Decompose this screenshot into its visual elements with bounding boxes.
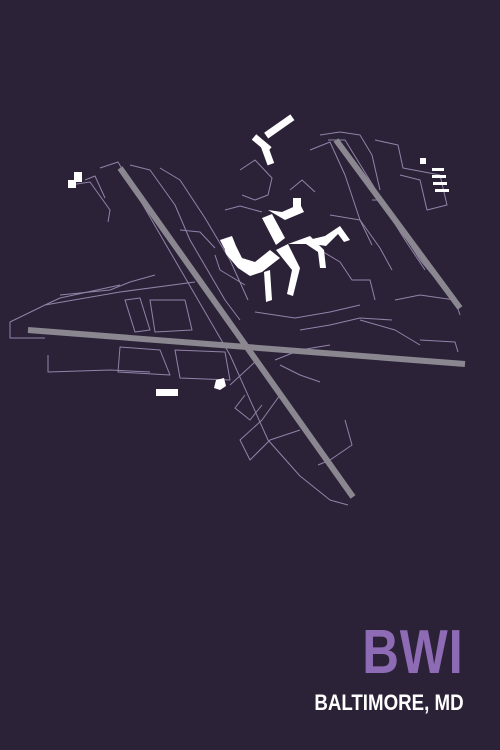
south-building	[156, 389, 178, 396]
cargo-7	[68, 180, 76, 188]
hangar-3	[260, 144, 275, 166]
terminal-building	[222, 240, 280, 276]
runway-15r-33l	[117, 166, 356, 499]
hangar-1	[264, 114, 295, 139]
pier-c	[276, 244, 300, 296]
cargo-3	[432, 175, 446, 178]
pier-d-south	[264, 270, 272, 302]
small-building	[214, 378, 226, 390]
buildings	[68, 114, 449, 396]
terminal-annex-1	[293, 198, 301, 208]
pier-e	[300, 226, 350, 246]
taxiway-network	[9, 131, 461, 506]
pier-a-west	[220, 236, 236, 248]
cargo-2	[432, 168, 444, 171]
cargo-6	[74, 172, 82, 182]
airport-code-title: BWI	[362, 618, 464, 687]
cargo-5	[435, 189, 449, 192]
runways	[27, 138, 466, 499]
runway-15l-33r	[333, 138, 463, 310]
cargo-1	[420, 158, 426, 164]
pier-a	[262, 214, 285, 245]
cargo-4	[433, 182, 447, 185]
city-subtitle: BALTIMORE, MD	[314, 690, 464, 715]
